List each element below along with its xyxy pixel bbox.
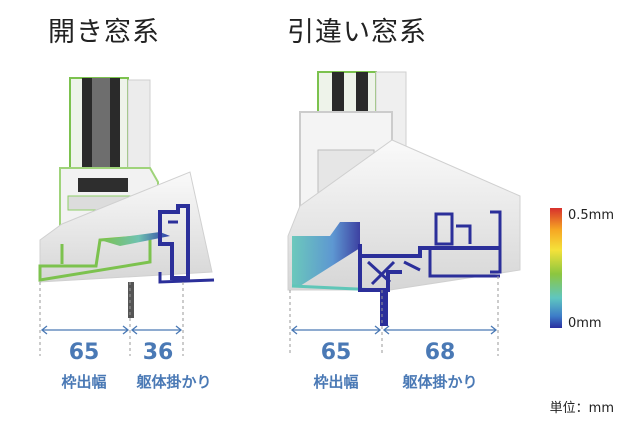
sliding-frame-projection-label: 枠出幅: [313, 373, 359, 391]
unit-note: 単位：mm: [549, 401, 614, 416]
title-casement: 開き窓系: [48, 17, 160, 48]
casement-wall-bearing-value: 36: [142, 340, 174, 365]
scale-max-label: 0.5mm: [568, 208, 615, 223]
sliding-frame-projection-value: 65: [320, 340, 352, 365]
sliding-wall-bearing-label: 躯体掛かり: [402, 373, 478, 391]
casement-wall-bearing-label: 躯体掛かり: [136, 373, 212, 391]
sliding-wall-bearing-value: 68: [424, 340, 456, 365]
casement-frame-projection-label: 枠出幅: [61, 373, 107, 391]
deformation-color-scale: [550, 208, 562, 328]
casement-section: [38, 77, 215, 318]
sliding-dimensions: [289, 276, 499, 356]
title-sliding: 引違い窓系: [287, 17, 427, 48]
casement-frame-projection-value: 65: [68, 340, 100, 365]
casement-dimensions: [39, 282, 184, 356]
sliding-section: [287, 71, 521, 326]
scale-min-label: 0mm: [568, 316, 602, 331]
